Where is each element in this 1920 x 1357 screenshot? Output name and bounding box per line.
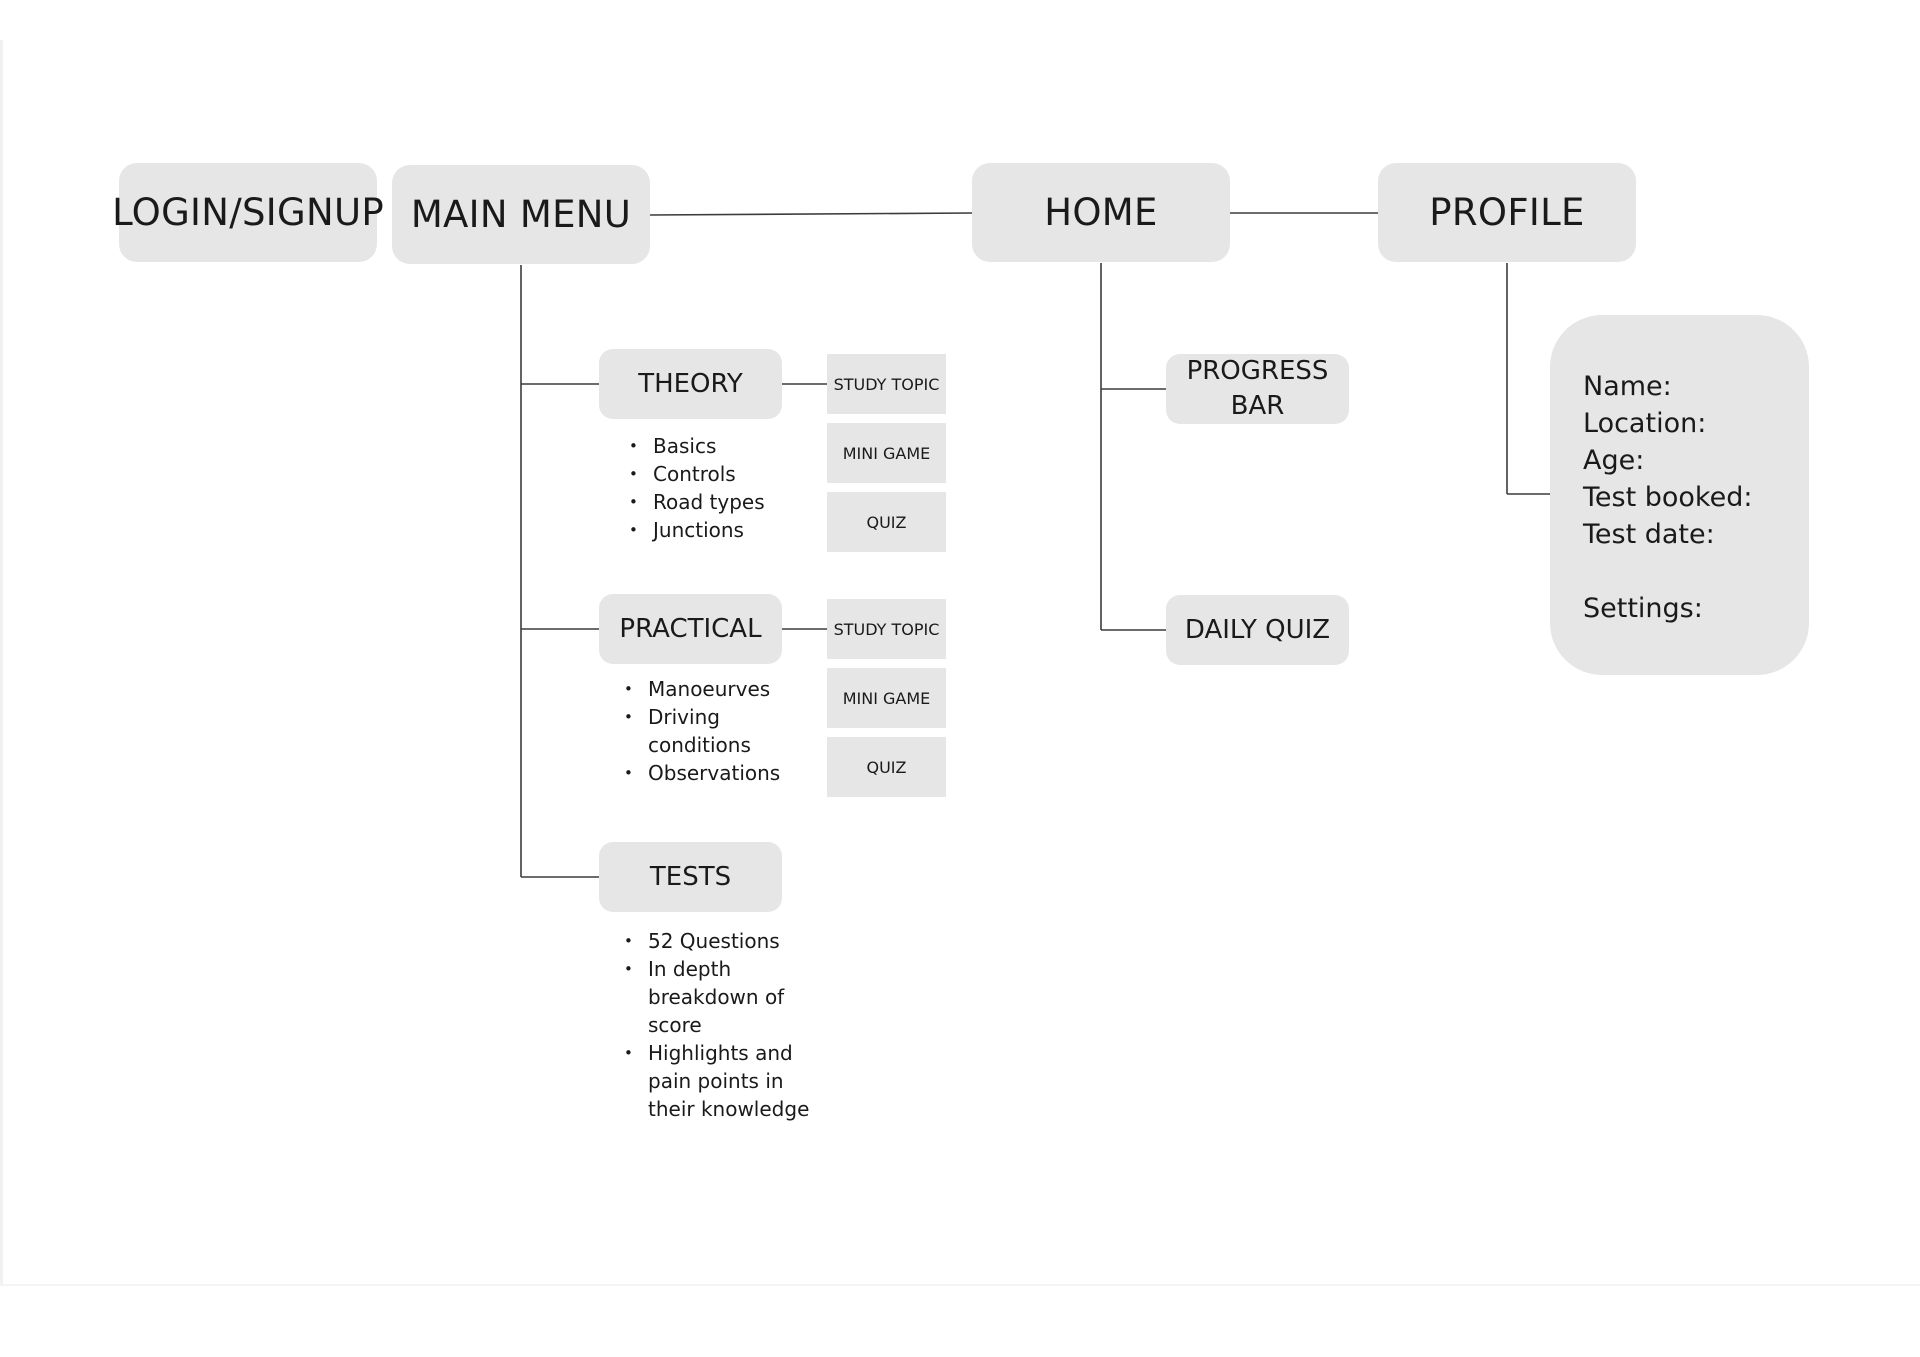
theory-quiz-label: QUIZ (866, 512, 907, 532)
practical-quiz-label: QUIZ (866, 757, 907, 777)
theory-study-topic-label: STUDY TOPIC (833, 374, 940, 394)
profile-field-location: Location: (1583, 408, 1707, 439)
practical-study-topic-label: STUDY TOPIC (833, 619, 940, 639)
profile-field-age: Age: (1583, 445, 1645, 476)
theory-mini-game-box[interactable]: MINI GAME (827, 423, 946, 483)
page-edge-left (0, 40, 3, 1284)
practical-quiz-box[interactable]: QUIZ (827, 737, 946, 797)
theory-study-topic-box[interactable]: STUDY TOPIC (827, 354, 946, 414)
list-item: Driving conditions (624, 703, 758, 759)
profile-field-test-booked: Test booked: (1583, 482, 1753, 513)
node-profile[interactable]: PROFILE (1378, 163, 1636, 262)
tests-feature-list: 52 Questions In depth breakdown of score… (624, 927, 814, 1123)
practical-mini-game-box[interactable]: MINI GAME (827, 668, 946, 728)
node-progress-bar-label: PROGRESS BAR (1186, 356, 1329, 421)
node-practical-label: PRACTICAL (619, 614, 762, 644)
list-item: Highlights and pain points in their know… (624, 1039, 813, 1123)
profile-field-settings[interactable]: Settings: (1583, 593, 1703, 624)
practical-mini-game-label: MINI GAME (842, 688, 931, 708)
node-login-signup-label: LOGIN/SIGNUP (112, 191, 384, 234)
list-item: Road types (629, 488, 765, 516)
theory-quiz-box[interactable]: QUIZ (827, 492, 946, 552)
profile-field-name: Name: (1583, 371, 1672, 402)
node-theory-label: THEORY (638, 369, 743, 399)
practical-study-topic-box[interactable]: STUDY TOPIC (827, 599, 946, 659)
list-item: Manoeurves (624, 675, 794, 703)
node-profile-label: PROFILE (1429, 191, 1585, 234)
list-item: In depth breakdown of score (624, 955, 788, 1039)
node-daily-quiz-label: DAILY QUIZ (1184, 615, 1331, 645)
list-item: Observations (624, 759, 794, 787)
profile-details-card: Name: Location: Age: Test booked: Test d… (1550, 315, 1809, 675)
node-practical[interactable]: PRACTICAL (599, 594, 782, 664)
node-theory[interactable]: THEORY (599, 349, 782, 419)
node-home-label: HOME (1044, 191, 1158, 234)
node-main-menu-label: MAIN MENU (410, 193, 632, 236)
node-progress-bar[interactable]: PROGRESS BAR (1166, 354, 1349, 424)
connector-mainmenu-home (649, 212, 973, 216)
page-edge-bottom (0, 1284, 1920, 1286)
node-main-menu[interactable]: MAIN MENU (392, 165, 650, 264)
theory-mini-game-label: MINI GAME (842, 443, 931, 463)
node-tests-label: TESTS (649, 862, 732, 892)
list-item: Basics (629, 432, 765, 460)
theory-topic-list: Basics Controls Road types Junctions (629, 432, 765, 544)
list-item: 52 Questions (624, 927, 814, 955)
list-item: Controls (629, 460, 765, 488)
node-home[interactable]: HOME (972, 163, 1230, 262)
practical-topic-list: Manoeurves Driving conditions Observatio… (624, 675, 794, 787)
node-tests[interactable]: TESTS (599, 842, 782, 912)
profile-field-test-date: Test date: (1583, 519, 1715, 550)
list-item: Junctions (629, 516, 765, 544)
node-daily-quiz[interactable]: DAILY QUIZ (1166, 595, 1349, 665)
node-login-signup[interactable]: LOGIN/SIGNUP (112, 163, 384, 262)
profile-field-gap (1583, 553, 1809, 590)
